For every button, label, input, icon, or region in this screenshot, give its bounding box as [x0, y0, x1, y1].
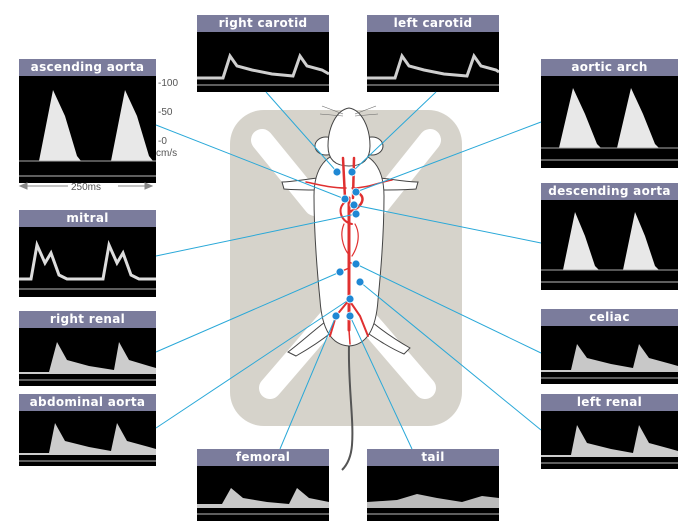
panel-title-right-carotid: right carotid — [197, 15, 329, 32]
doppler-trace-mitral — [19, 227, 156, 297]
leader-ascending-aorta — [155, 124, 346, 200]
marker-mitral — [351, 209, 361, 219]
velocity-unit: cm/s — [156, 148, 178, 159]
leader-right-carotid — [265, 91, 338, 173]
doppler-trace-abdominal-aorta — [19, 411, 156, 466]
panel-title-left-renal: left renal — [541, 394, 678, 411]
leader-femoral — [279, 315, 337, 450]
marker-ascending-aorta — [340, 194, 350, 204]
panel-title-aortic-arch: aortic arch — [541, 59, 678, 76]
doppler-trace-right-renal — [19, 328, 156, 386]
doppler-trace-right-carotid — [197, 32, 329, 92]
doppler-trace-femoral — [197, 466, 329, 521]
time-scale-label: 250ms — [71, 182, 102, 193]
doppler-trace-descending-aorta — [541, 200, 678, 290]
marker-right-carotid — [332, 167, 342, 177]
whiskers — [319, 105, 379, 117]
leader-line-group — [155, 91, 542, 450]
doppler-trace-ascending-aorta — [19, 76, 156, 183]
marker-aortic-arch — [351, 187, 361, 197]
panel-title-celiac: celiac — [541, 309, 678, 326]
panel-title-femoral: femoral — [197, 449, 329, 466]
marker-left-renal — [355, 277, 365, 287]
panel-title-abdominal-aorta: abdominal aorta — [19, 394, 156, 411]
leader-descending-aorta — [353, 204, 542, 244]
leader-tail — [349, 315, 413, 450]
doppler-trace-tail — [367, 466, 499, 521]
leader-celiac — [355, 263, 542, 354]
velocity-tick-0: -0 — [158, 136, 167, 147]
panel-title-descending-aorta: descending aorta — [541, 183, 678, 200]
marker-abdominal-aorta — [345, 294, 355, 304]
doppler-trace-celiac — [541, 326, 678, 384]
doppler-trace-left-carotid — [367, 32, 499, 92]
marker-right-renal — [335, 267, 345, 277]
leader-abdominal-aorta — [155, 298, 351, 429]
leader-left-carotid — [351, 91, 437, 173]
marker-femoral — [331, 311, 341, 321]
leader-aortic-arch — [355, 121, 542, 193]
panel-title-tail: tail — [367, 449, 499, 466]
panel-title-ascending-aorta: ascending aorta — [19, 59, 156, 76]
marker-tail — [345, 311, 355, 321]
panel-title-right-renal: right renal — [19, 311, 156, 328]
measurement-markers — [331, 167, 365, 321]
panel-title-left-carotid: left carotid — [367, 15, 499, 32]
velocity-tick-50: -50 — [158, 107, 173, 118]
leader-right-renal — [155, 271, 341, 353]
marker-descending-aorta — [349, 200, 359, 210]
doppler-trace-left-renal — [541, 411, 678, 469]
velocity-tick-100: -100 — [158, 78, 179, 89]
marker-left-carotid — [347, 167, 357, 177]
leader-left-renal — [359, 281, 542, 431]
time-scale-arrow — [18, 182, 154, 190]
marker-celiac — [351, 259, 361, 269]
doppler-trace-aortic-arch — [541, 76, 678, 168]
leader-mitral — [155, 213, 357, 257]
panel-title-mitral: mitral — [19, 210, 156, 227]
